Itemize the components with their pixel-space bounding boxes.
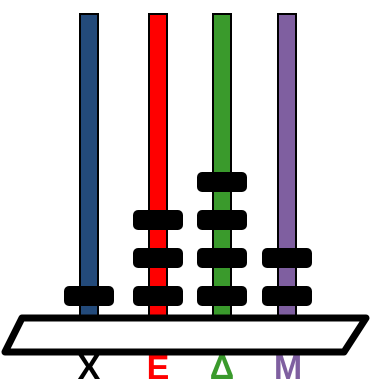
bead-e-2 bbox=[133, 248, 183, 268]
bead-e-1 bbox=[133, 286, 183, 306]
rod-label-e: E bbox=[146, 349, 170, 387]
abacus-base bbox=[1, 314, 370, 356]
bead-e-3 bbox=[133, 210, 183, 230]
bead-delta-2 bbox=[197, 248, 247, 268]
bead-x-1 bbox=[64, 286, 114, 306]
rod-label-m: M bbox=[273, 349, 303, 387]
bead-delta-3 bbox=[197, 210, 247, 230]
bead-delta-1 bbox=[197, 286, 247, 306]
bead-m-2 bbox=[262, 248, 312, 268]
bead-m-1 bbox=[262, 286, 312, 306]
rod-label-x: X bbox=[77, 349, 101, 387]
rod-label-delta: Δ bbox=[209, 349, 235, 387]
bead-delta-4 bbox=[197, 172, 247, 192]
beads-layer bbox=[64, 172, 312, 306]
